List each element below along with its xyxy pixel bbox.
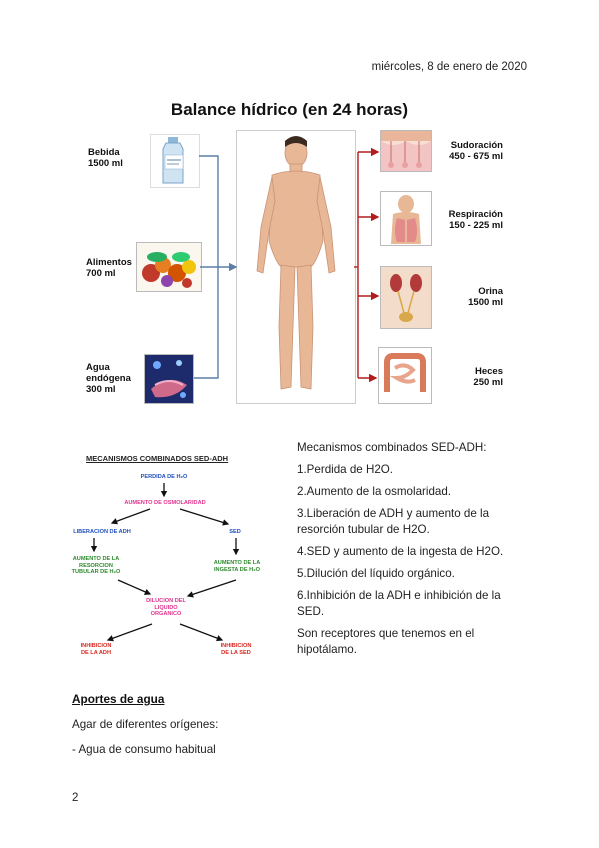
node-dilucion: DILUCION DEL LIQUIDO ORGANICO	[146, 598, 186, 618]
human-body-image	[236, 130, 356, 404]
document-date: miércoles, 8 de enero de 2020	[371, 61, 527, 73]
output-label-respiracion: Respiración 150 - 225 ml	[448, 209, 503, 231]
figure-title: Balance hídrico (en 24 horas)	[0, 100, 599, 120]
steps-heading: Mecanismos combinados SED-ADH:	[297, 441, 487, 454]
output-label-orina: Orina 1500 ml	[468, 286, 503, 308]
step-item: 5.Dilución del líquido orgánico.	[297, 567, 455, 580]
output-label-sudoracion: Sudoración 450 - 675 ml	[449, 140, 503, 162]
section-heading: Aportes de agua	[72, 692, 165, 706]
figure-title-text: Balance hídrico (en 24 horas)	[170, 100, 409, 119]
mechanism-diagram-title: MECANISMOS COMBINADOS SED-ADH	[86, 454, 229, 463]
node-sed: SED	[229, 529, 241, 535]
section-line: Agar de diferentes orígenes:	[72, 718, 219, 731]
steps-note: Son receptores que tenemos en el hipotál…	[297, 627, 475, 656]
endogenous-water-image	[144, 354, 194, 404]
food-image	[136, 242, 202, 292]
node-aumento-osmolaridad: AUMENTO DE OSMOLARIDAD	[124, 500, 206, 506]
step-item: 1.Perdida de H2O.	[297, 463, 394, 476]
kidneys-image	[380, 266, 432, 329]
node-resorcion: AUMENTO DE LA RESORCION TUBULAR DE H₂O	[71, 556, 121, 576]
node-perdida: PERDIDA DE H₂O	[140, 474, 188, 480]
page-number: 2	[72, 792, 79, 804]
input-label-bebida: Bebida 1500 ml	[88, 147, 123, 169]
input-label-agua-endogena: Agua endógena 300 ml	[86, 362, 131, 395]
node-ingesta: AUMENTO DE LA INGESTA DE H₂O	[213, 560, 261, 573]
output-arrows	[354, 147, 380, 383]
skin-sweat-image	[380, 130, 432, 172]
input-label-alimentos: Alimentos 700 ml	[86, 257, 132, 279]
intestines-image	[378, 347, 432, 404]
step-item: 2.Aumento de la osmolaridad.	[297, 485, 452, 498]
section-bullet: - Agua de consumo habitual	[72, 743, 216, 756]
node-liberacion-adh: LIBERACION DE ADH	[73, 529, 131, 535]
water-bottle-image	[150, 134, 200, 188]
node-inhibicion-adh: INHIBICION DE LA ADH	[80, 643, 112, 656]
output-label-heces: Heces 250 ml	[473, 366, 503, 388]
step-item: 4.SED y aumento de la ingesta de H2O.	[297, 545, 504, 558]
lungs-image	[380, 191, 432, 246]
mechanism-steps: Mecanismos combinados SED-ADH: 1.Perdida…	[297, 440, 527, 664]
step-item: 3.Liberación de ADH y aumento de la reso…	[297, 507, 490, 536]
step-item: 6.Inhibición de la ADH e inhibición de l…	[297, 589, 501, 618]
node-inhibicion-sed: INHIBICION DE LA SED	[220, 643, 252, 656]
